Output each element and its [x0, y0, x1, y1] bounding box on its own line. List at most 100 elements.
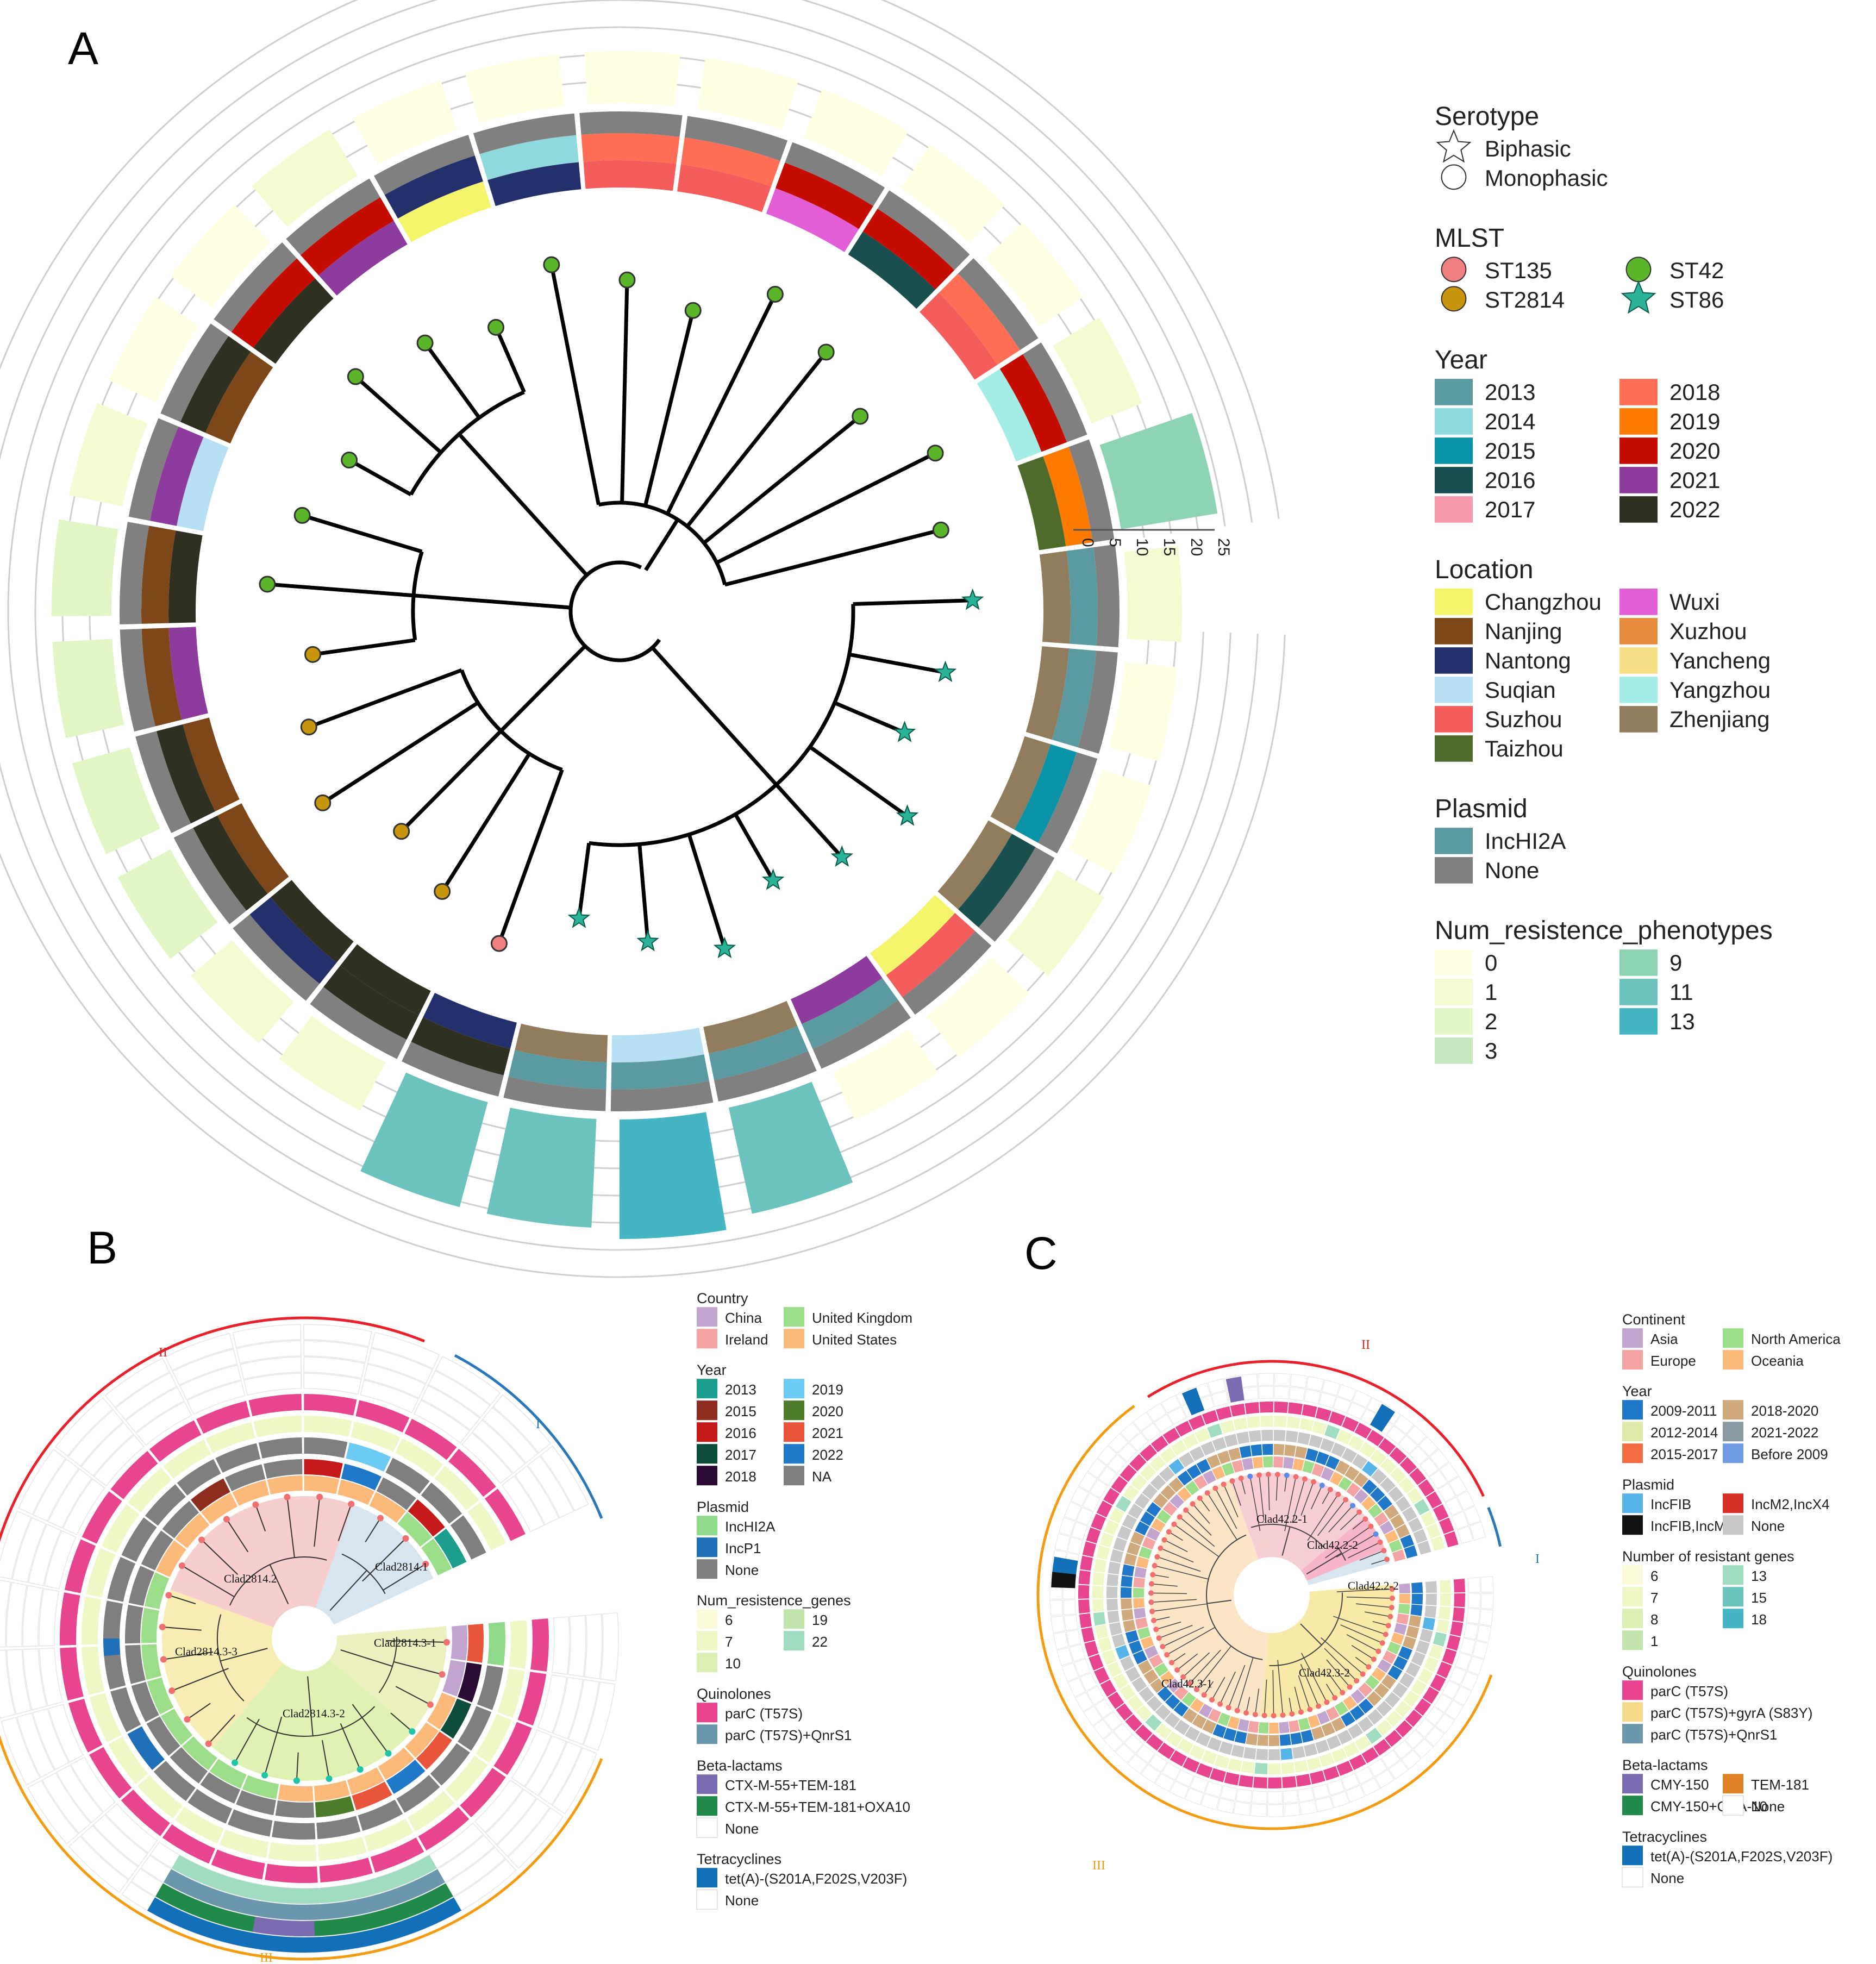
legend-swatch	[1723, 1609, 1743, 1629]
tip-dot	[1271, 1712, 1277, 1718]
gene-count-segment	[1220, 1420, 1235, 1434]
year-segment	[1335, 1460, 1350, 1475]
annotation-segment	[146, 1716, 180, 1756]
location-segment	[1017, 456, 1066, 551]
year-segment	[1206, 1454, 1221, 1469]
legend-swatch	[1622, 1846, 1643, 1866]
legend-item-label: 2	[1485, 1009, 1497, 1034]
gene-count-segment	[1331, 1748, 1347, 1763]
plasmid-segment	[1367, 1709, 1383, 1725]
grid-cell	[39, 1588, 60, 1647]
legend-item-label: Asia	[1650, 1331, 1678, 1347]
annotation-segment	[103, 1646, 126, 1690]
quinolone-segment	[1259, 1402, 1273, 1413]
grid-cell	[232, 1324, 302, 1348]
quinolone-segment	[1188, 1415, 1205, 1430]
legend-item-label: 2009-2011	[1650, 1403, 1717, 1419]
legend-swatch	[784, 1329, 804, 1349]
legend-swatch	[697, 1703, 717, 1723]
tip-dot	[1154, 1554, 1160, 1560]
resistance-segment	[164, 1869, 445, 1920]
year-segment	[581, 133, 680, 164]
legend-swatch	[1619, 949, 1658, 976]
annotation-segment	[407, 1791, 455, 1832]
tree-edge	[1336, 1588, 1392, 1592]
plasmid-segment	[1159, 1466, 1175, 1483]
tree-edge	[413, 593, 571, 610]
tip-circle	[684, 302, 702, 319]
grid-cell	[1304, 1388, 1321, 1404]
group-arc-i	[1487, 1506, 1502, 1547]
annotation-segment	[219, 1829, 269, 1858]
grid-cell	[1368, 1758, 1388, 1777]
tip-star	[636, 929, 659, 952]
grid-cell	[1467, 1577, 1481, 1593]
tree-edge	[1268, 1474, 1270, 1511]
year-segment	[1124, 1553, 1137, 1566]
legend-swatch	[1435, 706, 1473, 733]
annotation-segment	[517, 1672, 547, 1726]
gene-count-segment	[1403, 1690, 1419, 1707]
legend-item-label: 2020	[812, 1403, 843, 1419]
tip-dot	[1247, 1473, 1253, 1479]
legend-item-label: 6	[725, 1612, 733, 1628]
plasmid-segment	[1415, 1640, 1430, 1655]
annotation-segment	[177, 1459, 221, 1496]
gene-count-segment	[1343, 1742, 1360, 1757]
year-segment	[1143, 1669, 1159, 1684]
quinolone-segment	[1446, 1635, 1461, 1651]
year-segment	[1395, 1524, 1410, 1538]
clade-label: Clad2814.1	[375, 1560, 428, 1573]
tree-edge	[352, 1704, 389, 1754]
grid-cell	[1190, 1775, 1209, 1793]
continent-segment	[1396, 1613, 1409, 1625]
tip-dot	[1383, 1631, 1389, 1637]
year-segment	[1121, 1587, 1132, 1598]
group-arc-ii	[0, 1316, 425, 1542]
gene-count-segment	[1274, 1416, 1287, 1428]
plasmid-segment	[1408, 1517, 1423, 1533]
continent-segment	[1346, 1483, 1361, 1497]
grid-cell	[1251, 1790, 1267, 1804]
gene-count-segment	[1130, 1474, 1147, 1491]
legend-swatch	[1622, 1724, 1643, 1744]
tip-dot	[443, 1639, 450, 1646]
quinolone-segment	[1274, 1402, 1289, 1413]
phenotype-bar	[191, 940, 294, 1043]
group-arc-i	[454, 1354, 603, 1519]
grid-cell	[1435, 1713, 1455, 1734]
year-segment	[1160, 1485, 1176, 1500]
grid-cell	[1258, 1386, 1274, 1399]
annotation-segment	[228, 1809, 273, 1837]
tree-edge	[1310, 1485, 1323, 1510]
gene-count-segment	[1207, 1423, 1223, 1438]
grid-cell	[6, 1581, 28, 1648]
grid-cell	[32, 1708, 70, 1771]
group-label-iii: III	[1092, 1859, 1105, 1873]
continent-segment	[1317, 1711, 1330, 1725]
year-segment	[1300, 1729, 1314, 1743]
resistance-segment	[172, 1855, 437, 1904]
grid-cell	[0, 1649, 16, 1719]
phenotype-bar	[803, 89, 909, 176]
tree-edge	[458, 433, 589, 577]
tip-circle	[314, 794, 332, 811]
annotation-segment	[434, 1466, 479, 1511]
grid-cell	[1346, 1785, 1366, 1803]
scale-tick-5: 5	[1106, 538, 1124, 547]
annotation-segment	[396, 1775, 440, 1813]
tree-edge	[1196, 1646, 1231, 1690]
quinolone-segment	[1082, 1541, 1097, 1557]
location-segment	[766, 188, 859, 252]
tree-edge	[1185, 1510, 1212, 1536]
continent-segment	[1321, 1467, 1334, 1481]
quinolone-segment	[1091, 1513, 1106, 1530]
legend-swatch	[1619, 589, 1658, 615]
tree-edge	[1301, 1653, 1328, 1703]
tree-edge	[1160, 1548, 1194, 1563]
year-segment	[231, 258, 315, 348]
annotation-segment	[358, 1799, 403, 1831]
grid-cell	[1480, 1593, 1494, 1610]
gene-count-segment	[1319, 1753, 1335, 1767]
tip-star	[567, 906, 591, 928]
